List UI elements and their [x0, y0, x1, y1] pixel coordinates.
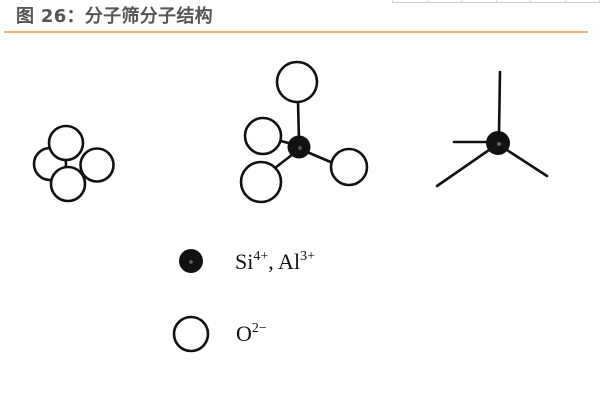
close-packed-oxygen-cluster	[32, 124, 115, 203]
legend-charge-o: 2−	[251, 321, 267, 336]
oxygen-atom	[47, 124, 85, 162]
legend-label-anion: O2−	[236, 321, 267, 347]
legend-charge-si: 4+	[253, 249, 269, 264]
tetrahedron-ball-and-stick	[239, 60, 369, 204]
bond-line	[296, 101, 301, 141]
atom-highlight	[497, 142, 501, 146]
bond-line	[497, 70, 502, 136]
oxygen-atom	[275, 60, 319, 104]
oxygen-atom	[329, 147, 369, 187]
figure-title: 图 26：分子筛分子结构	[16, 6, 213, 27]
tetrahedron-skeleton	[435, 70, 549, 188]
bond-line	[505, 148, 549, 178]
oxygen-atom	[243, 116, 283, 156]
atom-highlight	[298, 146, 302, 150]
legend-label-cation: Si4+, Al3+	[235, 249, 315, 275]
legend-symbols	[172, 249, 210, 353]
bond-line	[306, 150, 334, 165]
legend-highlight	[189, 260, 193, 264]
bond-line	[435, 148, 491, 188]
oxygen-atom	[79, 147, 115, 183]
oxygen-atom	[239, 160, 283, 204]
legend-open-circle-icon	[172, 315, 210, 353]
legend-text-al: , Al	[268, 249, 301, 274]
legend-text-o: O	[236, 321, 252, 346]
bond-line	[274, 152, 294, 170]
oxygen-atom	[49, 165, 87, 203]
header-divider	[4, 31, 588, 33]
legend-text-si: Si	[235, 249, 254, 274]
legend-charge-al: 3+	[300, 249, 315, 264]
